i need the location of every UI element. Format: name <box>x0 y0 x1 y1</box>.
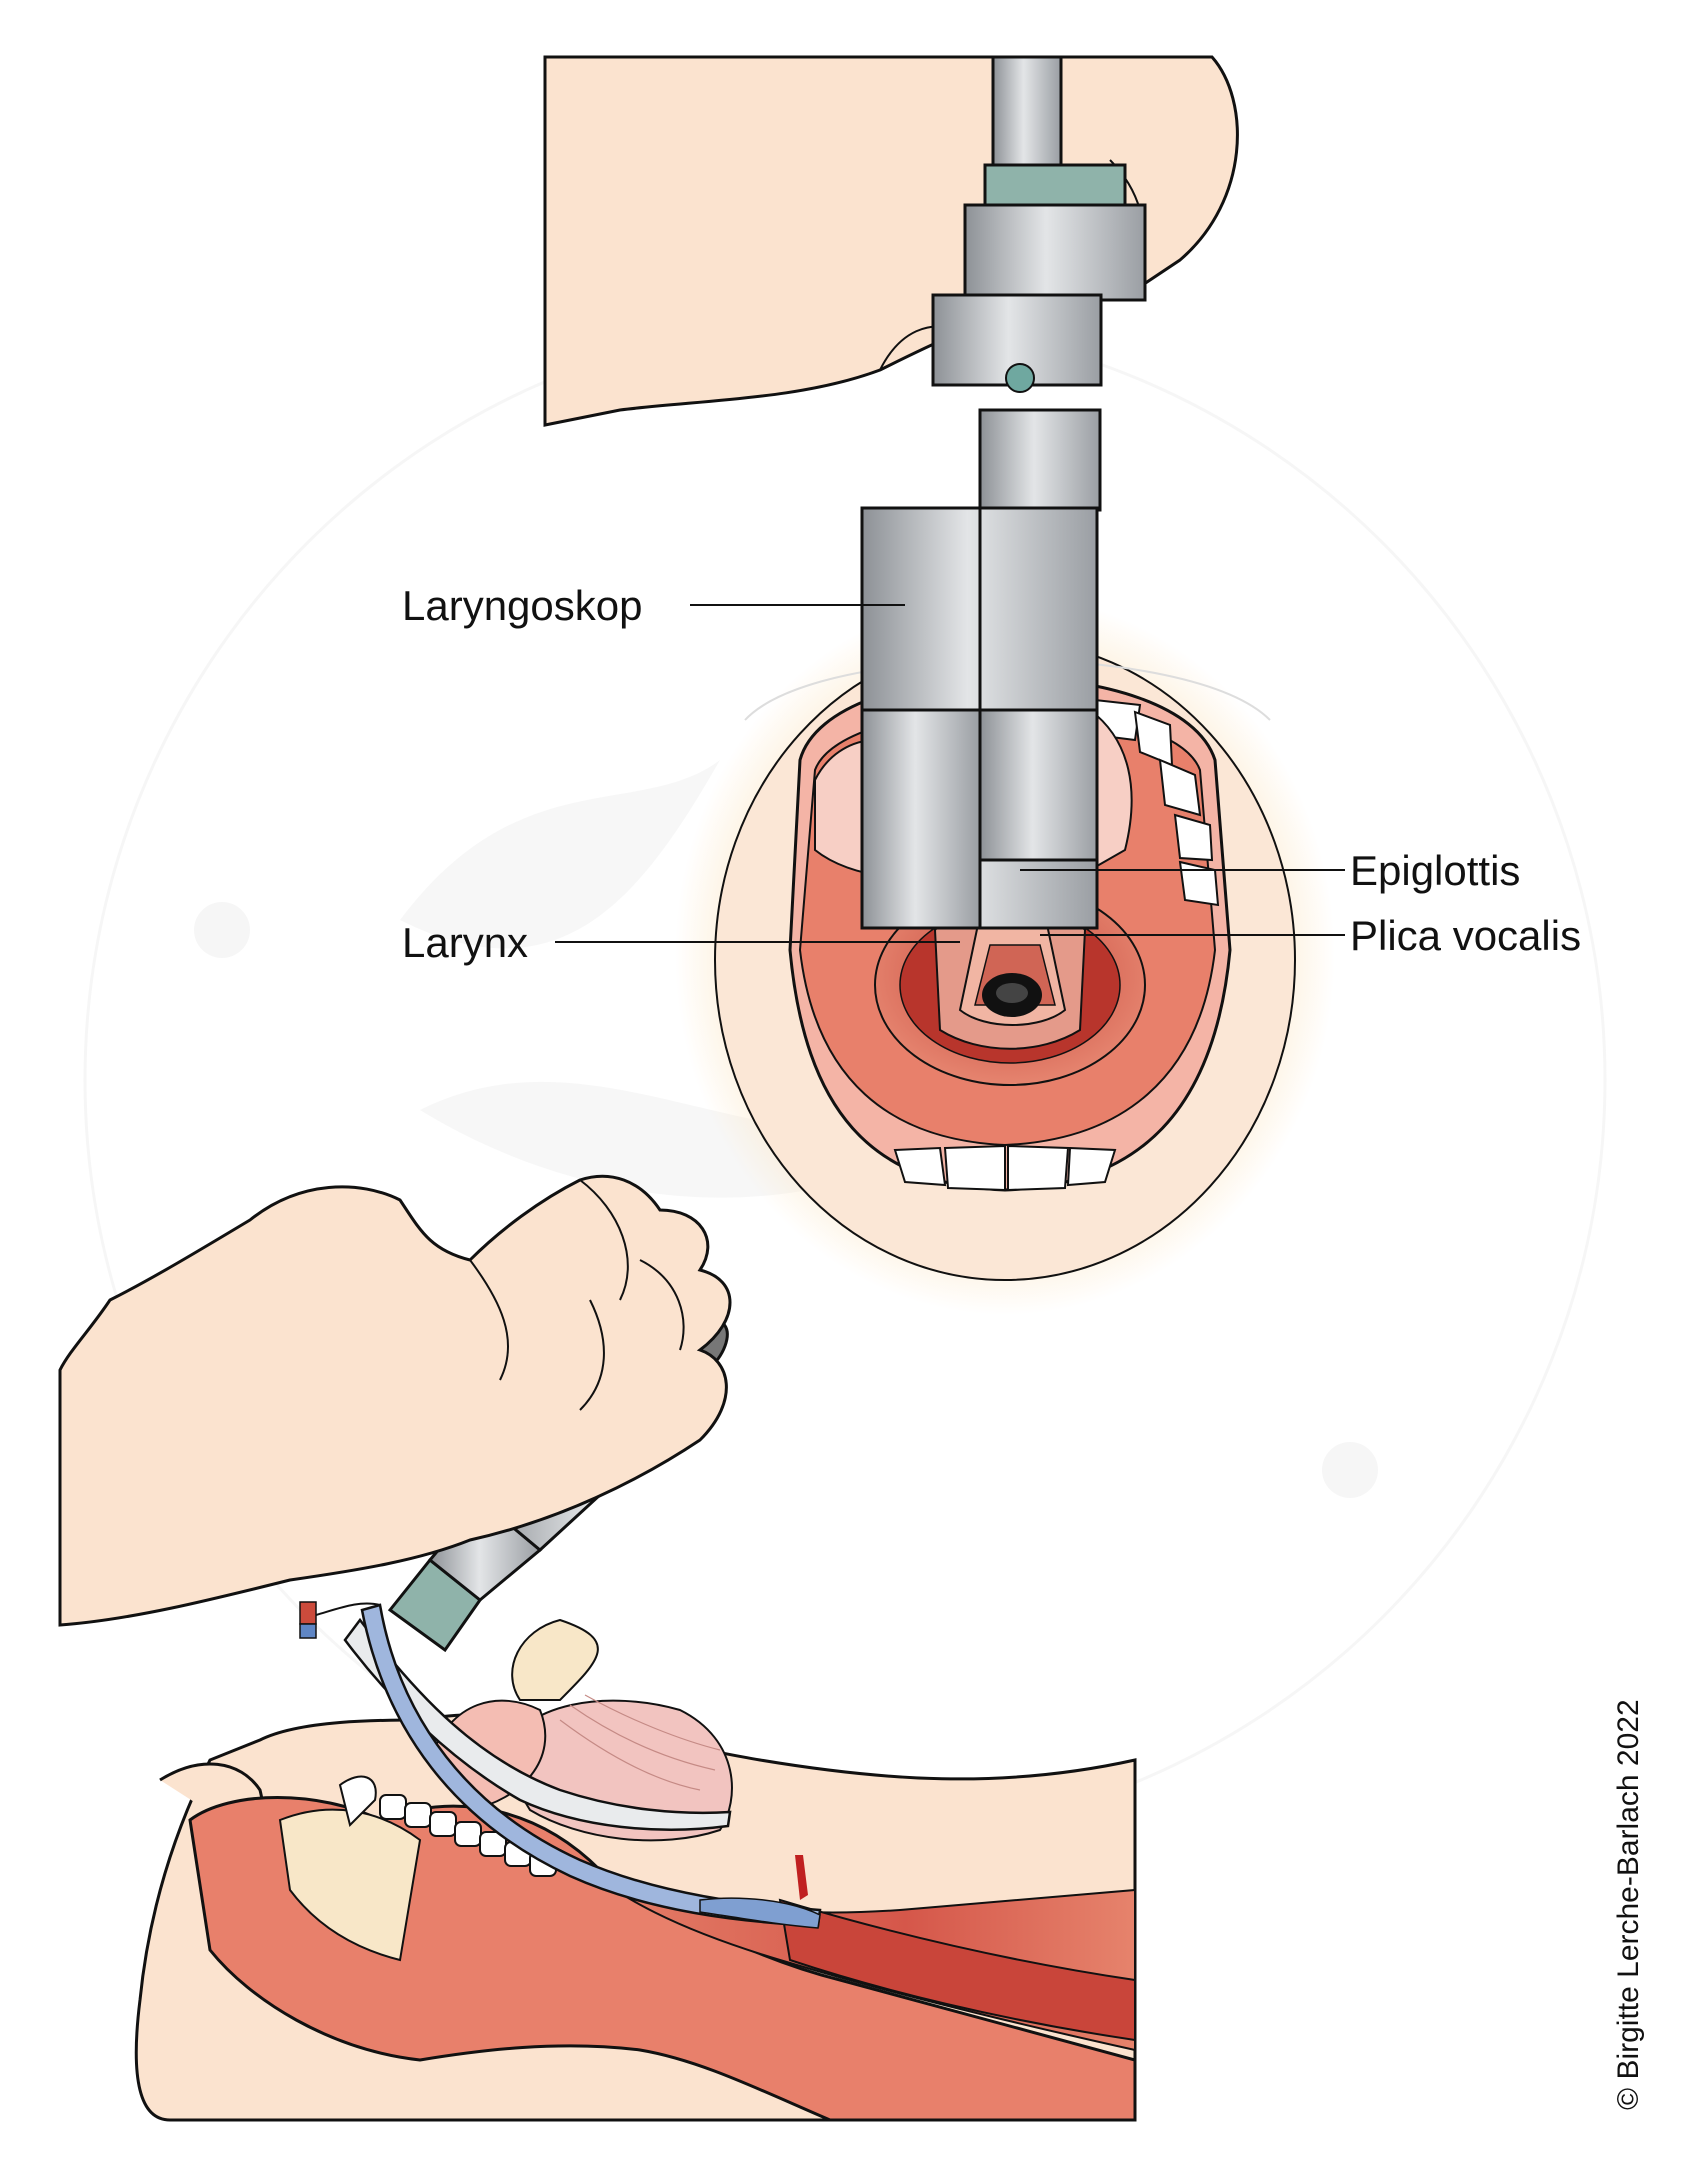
label-plica-vocalis: Plica vocalis <box>1350 912 1582 959</box>
leader-lines <box>555 604 1345 943</box>
label-larynx: Larynx <box>402 919 529 966</box>
bottom-teeth <box>379 1794 557 1877</box>
copyright-text: © Birgitte Lerche-Barlach 2022 <box>1612 1699 1645 2110</box>
laryngoscope-top <box>860 55 1147 930</box>
label-laryngoskop: Laryngoskop <box>402 582 643 629</box>
lower-teeth <box>893 1144 1117 1192</box>
bottom-hand <box>58 1174 732 1627</box>
label-epiglottis: Epiglottis <box>1350 847 1521 894</box>
upper-teeth <box>1094 698 1220 907</box>
